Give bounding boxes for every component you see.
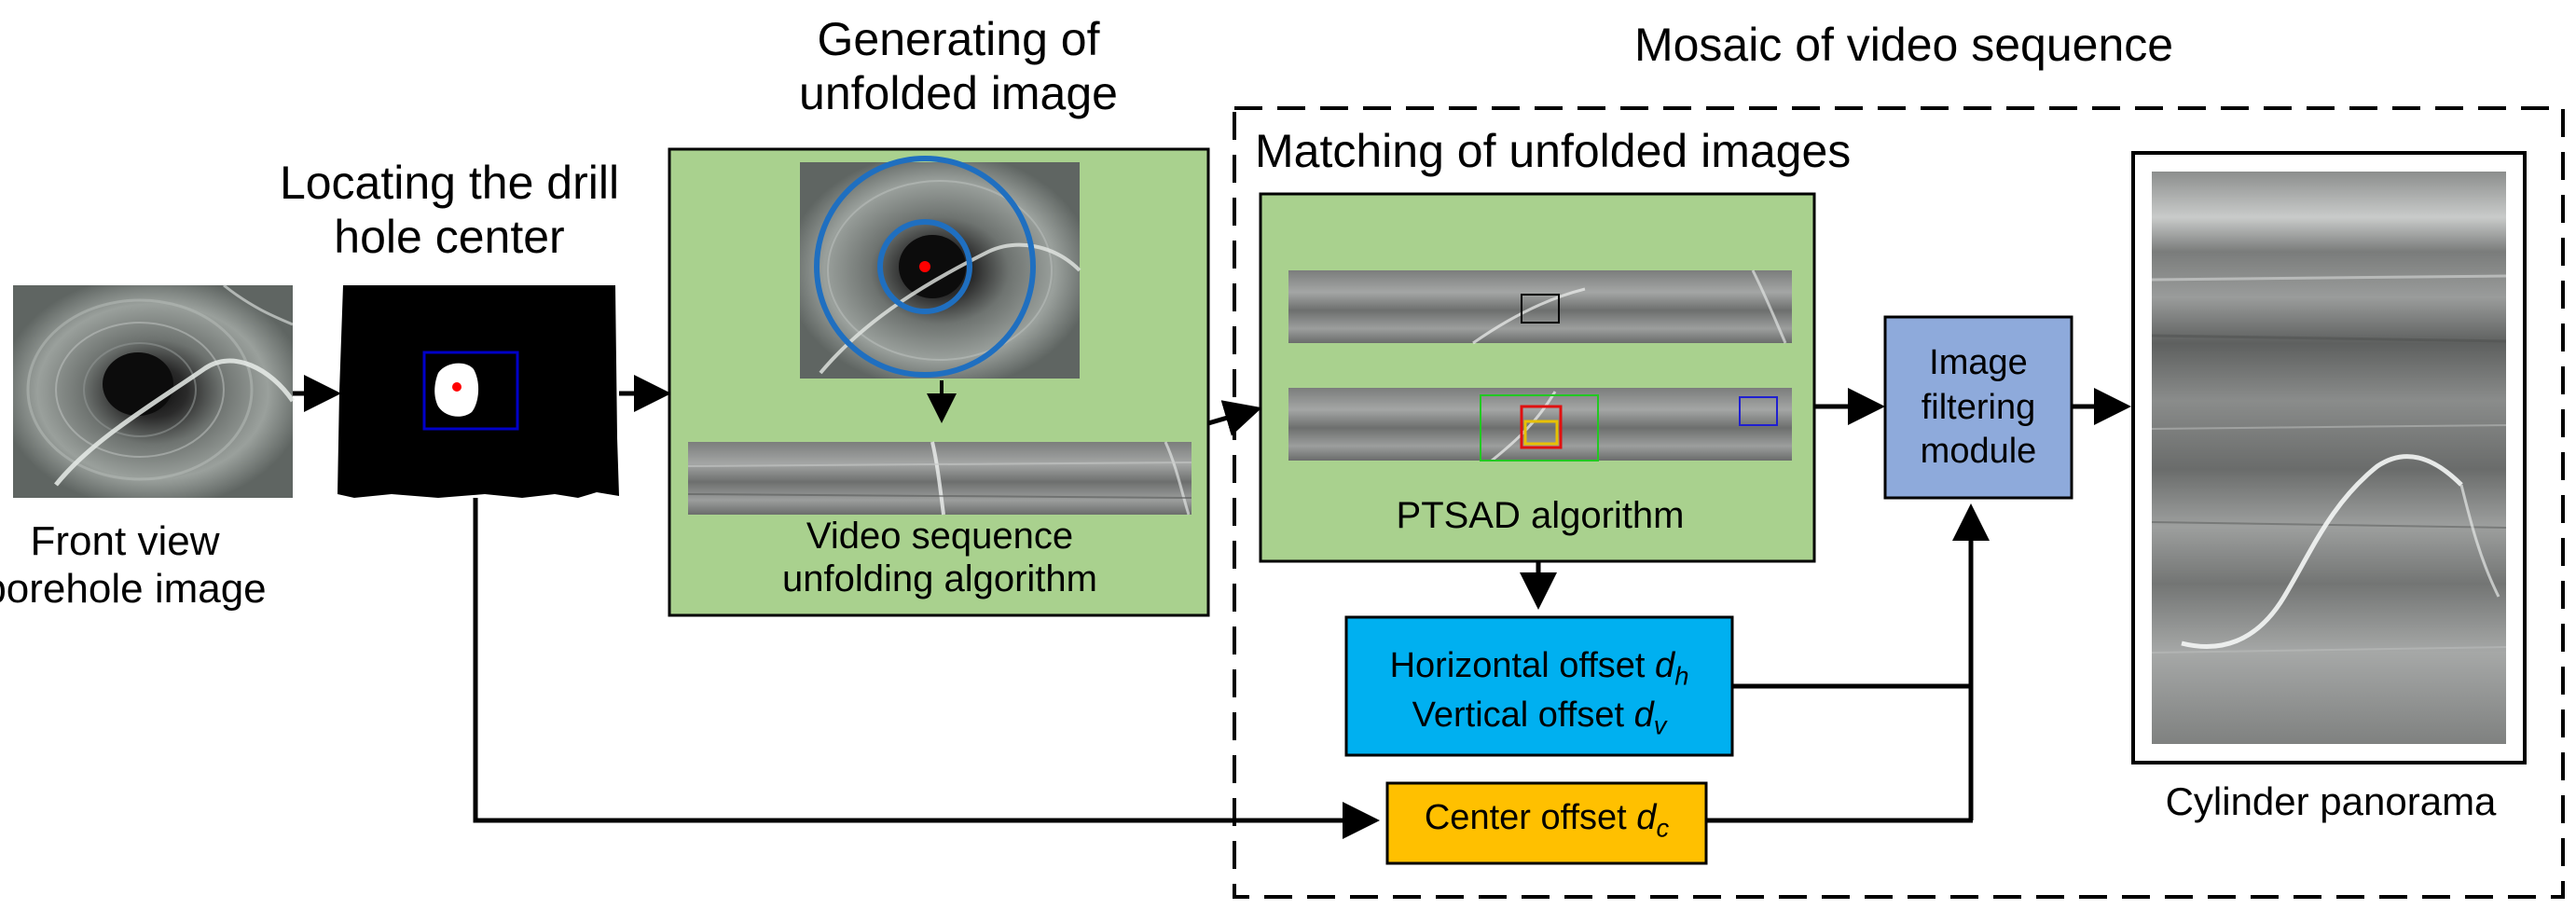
center-offset-label: Center offset dc [1425,798,1669,843]
offset-horizontal-text: Horizontal offset [1389,646,1656,685]
matching-strip-bottom [1288,388,1792,462]
unfolding-label-line2: unfolding algorithm [782,558,1097,599]
offset-label: Horizontal offset dh Vertical offset dv [1390,643,1689,742]
filter-label-line1: Image [1929,343,2028,382]
panorama-image [2151,172,2507,744]
matching-box [1259,192,1816,563]
offset-horizontal-sub: h [1674,661,1689,691]
front-view-label: Front view borehole image [0,518,267,613]
unfolding-algorithm-label: Video sequence unfolding algorithm [782,515,1097,600]
offset-horizontal-line: Horizontal offset dh [1390,643,1689,693]
generating-label-line1: Generating of [817,13,1100,65]
center-offset-text: Center offset [1424,798,1637,837]
locating-label-line1: Locating the drill [279,157,620,209]
front-view-label-line2: borehole image [0,565,267,612]
center-offset-var: d [1636,798,1657,837]
unfolding-label-line1: Video sequence [806,516,1074,557]
locating-label-line2: hole center [334,210,565,263]
filter-box [1883,315,2073,500]
mosaic-title: Mosaic of video sequence [1633,19,2174,71]
panorama-label: Cylinder panorama [2165,779,2497,823]
offset-horizontal-var: d [1655,646,1675,685]
filter-label-line3: module [1920,432,2037,471]
mosaic-frame [1233,106,2565,899]
arrow-center-path [473,498,1380,839]
center-offset-box [1385,781,1708,865]
filter-label-line2: filtering [1921,387,2036,427]
ptsad-label: PTSAD algorithm [1396,495,1685,536]
offset-vertical-text: Vertical offset [1412,696,1634,736]
arrow-unfold-to-matching [1207,400,1262,436]
generating-label-line2: unfolded image [799,66,1118,119]
front-view-image [13,283,296,498]
generating-label: Generating of unfolded image [799,13,1118,120]
matching-title: Matching of unfolded images [1255,125,1852,177]
matching-strip-top [1288,269,1792,345]
center-offset-sub: c [1656,813,1670,843]
offset-vertical-sub: v [1653,710,1667,740]
binary-center-image [337,285,619,498]
unfolded-strip-image [687,441,1192,516]
offset-vertical-var: d [1633,696,1654,736]
locating-label: Locating the drill hole center [280,157,619,264]
offset-vertical-line: Vertical offset dv [1390,693,1689,742]
front-view-label-line1: Front view [30,518,220,564]
filter-label: Image filtering module [1921,341,2037,475]
unfold-source-image [800,156,1081,379]
offset-box [1344,615,1734,757]
